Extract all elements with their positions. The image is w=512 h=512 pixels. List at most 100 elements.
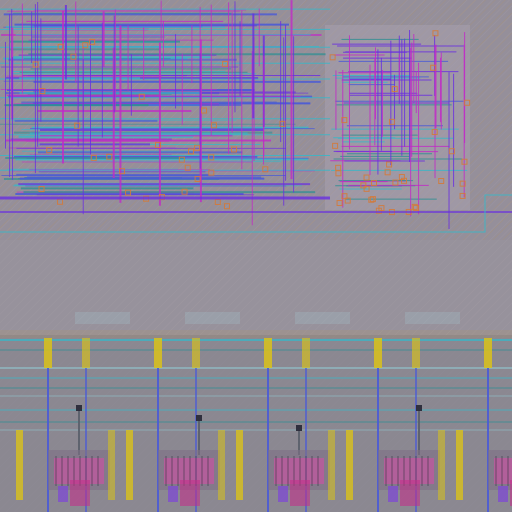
side-tab-right [108,430,115,500]
via-square [184,164,191,171]
well-tap [58,486,68,502]
via-square [222,60,229,67]
faint-mark [405,312,460,324]
diffusion [494,458,512,484]
via-square [459,192,466,199]
contact-column-yellow-2 [302,338,310,368]
via-square [90,154,97,161]
via-square [32,61,39,68]
via-square [89,38,96,45]
via-square [208,169,215,176]
via-square [38,185,45,192]
side-tab-left [126,430,133,500]
via-square [411,203,418,210]
via-square [341,117,348,124]
via-square [344,197,351,204]
signal-pin-via [416,405,422,411]
via-square [201,107,208,114]
signal-pin-via [76,405,82,411]
cell-3 [236,338,335,512]
via-square [223,203,230,210]
via-square [210,122,217,129]
via-square [335,170,342,177]
via-square [384,169,391,176]
via-square [188,148,195,155]
side-tab-left [346,430,353,500]
via-square [360,182,367,189]
diffusion-bottom [70,480,90,506]
faint-mark [185,312,240,324]
signal-pin-via [196,415,202,421]
via-square [231,146,238,153]
signal-pin-via [296,425,302,431]
via-square [125,189,132,196]
diffusion-bottom [180,480,200,506]
via-square [459,180,466,187]
well-tap [168,486,178,502]
via-square [430,64,437,71]
via-square [388,118,395,125]
via-square [194,175,201,182]
via-square [368,196,375,203]
via-square [262,166,269,173]
via-square [401,177,408,184]
via-square [82,42,89,49]
via-square [332,142,339,149]
via-square [464,99,471,106]
contact-column-yellow [44,338,52,368]
via-square [363,185,370,192]
via-square [392,179,399,186]
via-square [438,178,445,185]
via-square [336,200,343,207]
contact-column-yellow [374,338,382,368]
side-tab-left [16,430,23,500]
middle-band-fill [0,240,512,335]
via-square [119,168,126,175]
via-square [39,88,46,95]
cell-row-bottom [0,330,512,512]
well-tap [388,486,398,502]
via-square [369,196,376,203]
contact-column-yellow-2 [82,338,90,368]
spacer-band-middle [0,240,512,335]
via-square [363,174,370,181]
via-square [461,158,468,165]
well-tap [498,486,508,502]
via-square [448,148,455,155]
via-square [375,207,382,214]
via-square [57,43,64,50]
contact-column-yellow-2 [192,338,200,368]
cell-1 [16,338,115,512]
via-square [181,188,188,195]
via-square [178,156,185,163]
boundary-polyline [0,194,512,233]
contact-column-yellow [264,338,272,368]
via-square [432,30,439,37]
cell-4 [346,338,445,512]
via-square [46,147,53,154]
faint-mark [75,312,130,324]
contact-column-yellow [154,338,162,368]
faint-mark [295,312,350,324]
via-square [106,153,113,160]
contact-column-yellow-2 [412,338,420,368]
via-square [431,129,438,136]
via-square [341,193,348,200]
diffusion-bottom [400,480,420,506]
routing-region-top [0,0,512,240]
via-square [194,144,201,151]
via-square [279,120,286,127]
via-square [371,180,378,187]
cell-5 [456,338,512,512]
diffusion-bottom [510,480,512,506]
side-tab-right [328,430,335,500]
cell-2 [126,338,225,512]
via-square [386,161,393,168]
diffusion-bottom [290,480,310,506]
via-square [329,54,336,61]
side-tab-left [236,430,243,500]
side-tab-right [438,430,445,500]
contact-column-yellow [484,338,492,368]
